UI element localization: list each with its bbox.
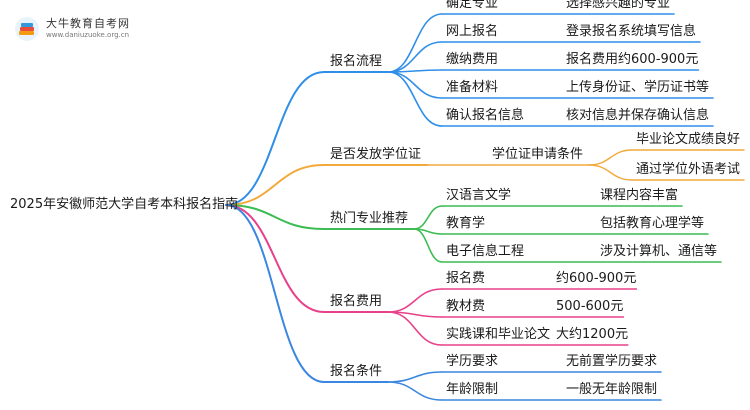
child-label: 缴纳费用 xyxy=(446,52,499,67)
value-label: 登录报名系统填写信息 xyxy=(566,24,697,39)
child-label: 实践课和毕业论文 xyxy=(446,327,551,342)
child-edge xyxy=(387,288,443,313)
value-edge xyxy=(588,164,633,181)
value-label: 500-600元 xyxy=(556,299,624,314)
child-edge xyxy=(387,41,443,73)
child-edge xyxy=(387,71,443,127)
child-edge xyxy=(387,71,443,99)
value-label: 核对信息并保存确认信息 xyxy=(566,108,710,123)
child-label: 教材费 xyxy=(446,299,486,314)
branch-edge xyxy=(225,204,325,230)
book-stack-icon xyxy=(15,17,39,41)
branch-3-label: 热门专业推荐 xyxy=(330,211,409,226)
value-label: 大约1200元 xyxy=(556,327,629,342)
value-label: 包括教育心理学等 xyxy=(600,216,705,231)
child-label: 年龄限制 xyxy=(446,382,499,397)
value-label: 约600-900元 xyxy=(556,271,637,286)
branch-2-label: 是否发放学位证 xyxy=(330,147,422,162)
value-label: 课程内容丰富 xyxy=(600,188,679,203)
value-label: 无前置学历要求 xyxy=(566,354,658,369)
child-label: 确定专业 xyxy=(446,0,499,11)
mindmap-root: 2025年安徽师范大学自考本科报名指南 xyxy=(10,197,239,212)
value-label: 毕业论文成绩良好 xyxy=(636,132,741,147)
branch-edge xyxy=(225,71,325,206)
child-label: 网上报名 xyxy=(446,24,499,39)
child-label: 汉语言文学 xyxy=(446,188,512,203)
child-label: 学位证申请条件 xyxy=(492,147,584,162)
branch-1-label: 报名流程 xyxy=(330,54,383,69)
child-edge xyxy=(387,381,443,401)
child-edge xyxy=(387,311,443,346)
value-label: 涉及计算机、通信等 xyxy=(600,244,718,259)
brand-name: 大牛教育自考网 xyxy=(46,17,130,30)
child-label: 电子信息工程 xyxy=(446,244,525,259)
child-label: 教育学 xyxy=(446,216,486,231)
child-edge xyxy=(413,205,443,230)
branch-4-label: 报名费用 xyxy=(330,294,383,309)
brand-url: www.daniuzuoke.org.cn xyxy=(46,31,130,39)
child-label: 学历要求 xyxy=(446,354,499,369)
branch-edge xyxy=(225,204,325,313)
child-label: 准备材料 xyxy=(446,80,499,95)
branch-5-label: 报名条件 xyxy=(330,364,383,379)
value-label: 选择感兴趣的专业 xyxy=(566,0,671,11)
value-label: 一般无年龄限制 xyxy=(566,382,658,397)
child-edge xyxy=(387,13,443,73)
branch-edge xyxy=(225,164,325,206)
value-edge xyxy=(588,149,633,166)
value-label: 通过学位外语考试 xyxy=(636,162,741,177)
child-edge xyxy=(387,371,443,383)
branch-edge xyxy=(225,204,325,383)
child-label: 报名费 xyxy=(446,271,486,286)
child-label: 确认报名信息 xyxy=(446,108,525,123)
value-label: 上传身份证、学历证书等 xyxy=(566,80,710,95)
child-edge xyxy=(413,228,443,263)
value-label: 报名费用约600-900元 xyxy=(566,52,699,67)
